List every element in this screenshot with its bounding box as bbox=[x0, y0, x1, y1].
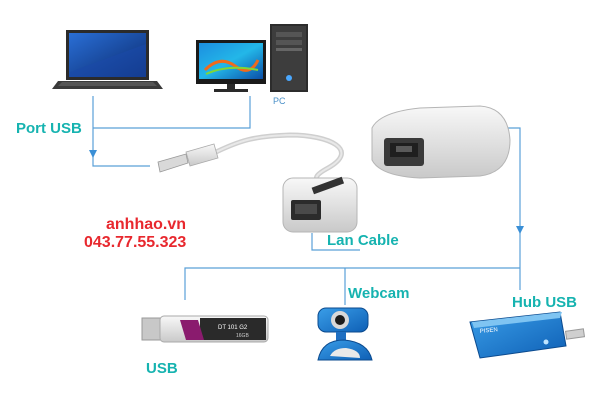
lan-cable-label: Lan Cable bbox=[327, 232, 399, 249]
port-usb-label: Port USB bbox=[16, 120, 82, 137]
phone-number-text: 043.77.55.323 bbox=[84, 234, 187, 251]
bus-line bbox=[184, 267, 520, 300]
extender-to-hub-line bbox=[508, 127, 521, 290]
pc-line bbox=[93, 96, 251, 129]
connector-lines bbox=[92, 96, 521, 305]
hub-usb-label: Hub USB bbox=[512, 294, 577, 311]
usb-stick-size-text: 16GB bbox=[236, 333, 249, 339]
lan-usb-extender-image bbox=[371, 105, 511, 179]
brand-text: anhhao.vn bbox=[106, 216, 187, 233]
pc-label: PC bbox=[273, 96, 286, 106]
webcam-image bbox=[317, 307, 373, 361]
laptop-line bbox=[92, 96, 150, 167]
usb-label: USB bbox=[146, 360, 178, 377]
laptop-image bbox=[52, 30, 163, 89]
arrow-down-icon bbox=[516, 226, 524, 234]
arrow-down-icon bbox=[89, 150, 97, 158]
lan-line bbox=[311, 233, 360, 251]
pc-image bbox=[196, 24, 308, 92]
hub-brand-text: PISEN bbox=[480, 327, 499, 335]
arrows bbox=[89, 150, 524, 234]
webcam-label: Webcam bbox=[348, 285, 410, 302]
usb-stick-model-text: DT 101 G2 bbox=[218, 325, 248, 331]
usb-stick-image bbox=[141, 315, 269, 343]
usb-lan-adapter-image bbox=[157, 132, 358, 233]
usb-hub-image bbox=[469, 311, 586, 359]
